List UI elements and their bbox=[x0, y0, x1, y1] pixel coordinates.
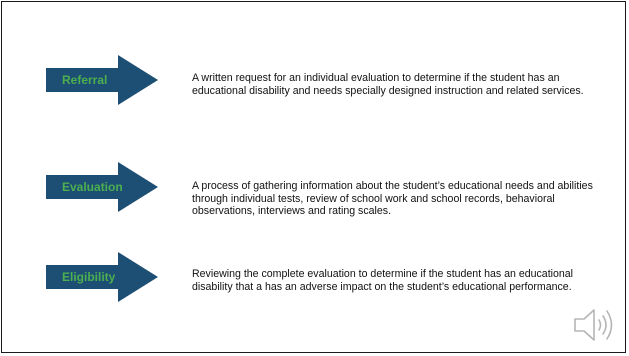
step-description: A process of gathering information about… bbox=[192, 180, 593, 217]
step-description: A written request for an individual eval… bbox=[192, 72, 584, 97]
step-description: Reviewing the complete evaluation to det… bbox=[192, 268, 574, 293]
speaker-icon[interactable] bbox=[572, 305, 618, 345]
right-arrow-icon: Evaluation bbox=[46, 162, 158, 212]
step-label: Referral bbox=[62, 73, 108, 87]
right-arrow-icon: Eligibility bbox=[46, 252, 158, 302]
step-label: Evaluation bbox=[62, 180, 123, 194]
right-arrow-icon: Referral bbox=[46, 55, 158, 105]
step-label: Eligibility bbox=[62, 270, 116, 284]
